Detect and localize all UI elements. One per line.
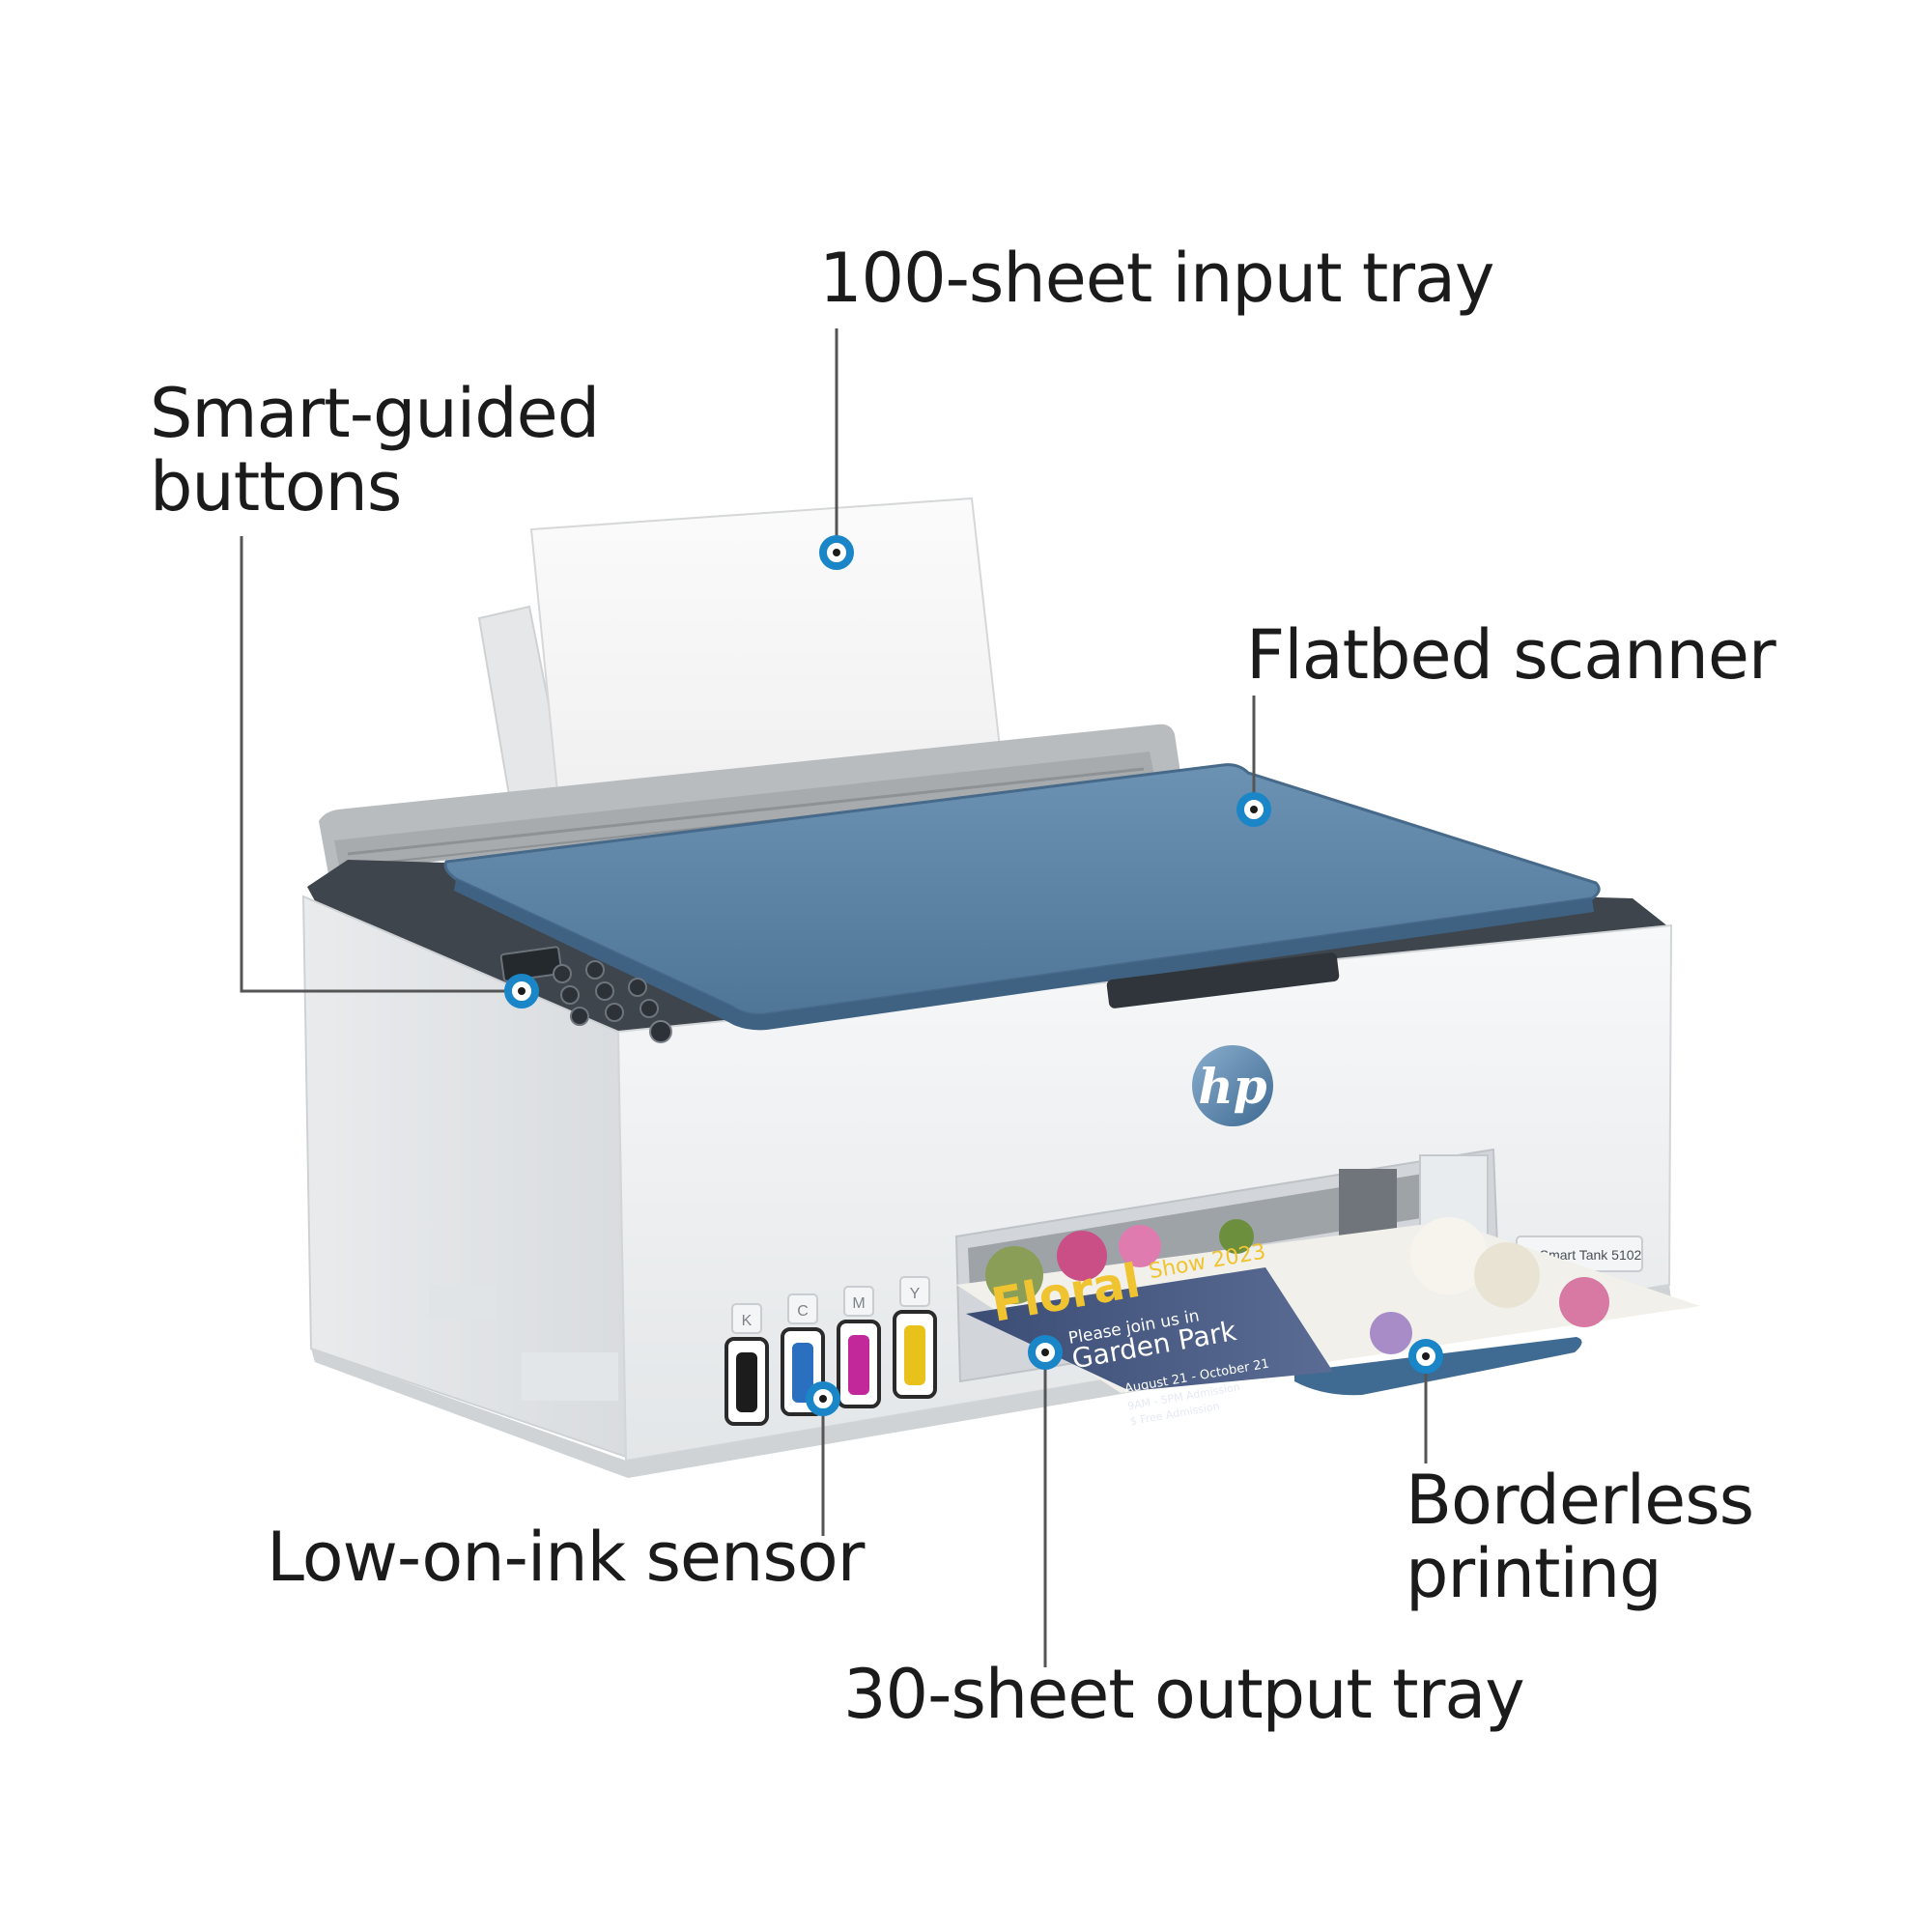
callout-borderless-line1: Borderless <box>1406 1461 1754 1540</box>
callout-borderless-line2: printing <box>1406 1534 1662 1613</box>
callout-smart-buttons-line1: Smart-guided <box>150 374 600 453</box>
panel-button <box>605 1003 624 1022</box>
callout-input-tray: 100-sheet input tray <box>819 239 1494 318</box>
scanner-lid[interactable] <box>443 763 1601 1031</box>
ink-tank-black <box>724 1337 769 1426</box>
marker-ink-sensor-icon <box>806 1381 840 1416</box>
hp-logo: hp <box>1192 1045 1273 1126</box>
svg-text:hp: hp <box>1198 1058 1266 1115</box>
callout-smart-buttons: Smart-guided buttons <box>150 374 600 526</box>
ink-label-m: M <box>852 1295 865 1312</box>
marker-borderless-icon <box>1408 1339 1443 1374</box>
panel-button <box>639 999 659 1018</box>
leader-lines <box>240 328 1428 1667</box>
ink-label-c: C <box>797 1303 809 1320</box>
panel-button <box>585 960 605 980</box>
ink-tank-magenta <box>837 1320 881 1408</box>
panel-button <box>560 985 580 1005</box>
ink-label-k: K <box>742 1313 753 1329</box>
power-button <box>649 1020 672 1043</box>
callout-borderless: Borderless printing <box>1406 1461 1754 1613</box>
callout-scanner: Flatbed scanner <box>1246 615 1776 695</box>
panel-button <box>628 978 647 997</box>
callout-ink-sensor: Low-on-ink sensor <box>267 1518 865 1597</box>
callout-output-tray: 30-sheet output tray <box>843 1655 1525 1734</box>
callout-smart-buttons-line2: buttons <box>150 447 402 526</box>
printed-sample: Floral Show 2023 Please join us in Garde… <box>956 1217 1700 1428</box>
ink-tanks <box>724 1310 937 1426</box>
marker-output-tray-icon <box>1028 1335 1063 1370</box>
ink-tank-labels: K C M Y <box>731 1276 930 1334</box>
flower-photo <box>985 1217 1609 1354</box>
panel-button <box>595 981 614 1001</box>
marker-input-tray-icon <box>819 535 854 570</box>
ink-tank-yellow <box>893 1310 937 1399</box>
marker-scanner-icon <box>1236 792 1271 827</box>
panel-button <box>553 964 572 983</box>
control-panel[interactable] <box>499 946 672 1043</box>
ink-label-y: Y <box>910 1286 921 1302</box>
callout-markers <box>504 535 1443 1416</box>
marker-smart-buttons-icon <box>504 974 539 1009</box>
leader-smart-buttons <box>240 536 522 993</box>
panel-button <box>570 1007 589 1026</box>
